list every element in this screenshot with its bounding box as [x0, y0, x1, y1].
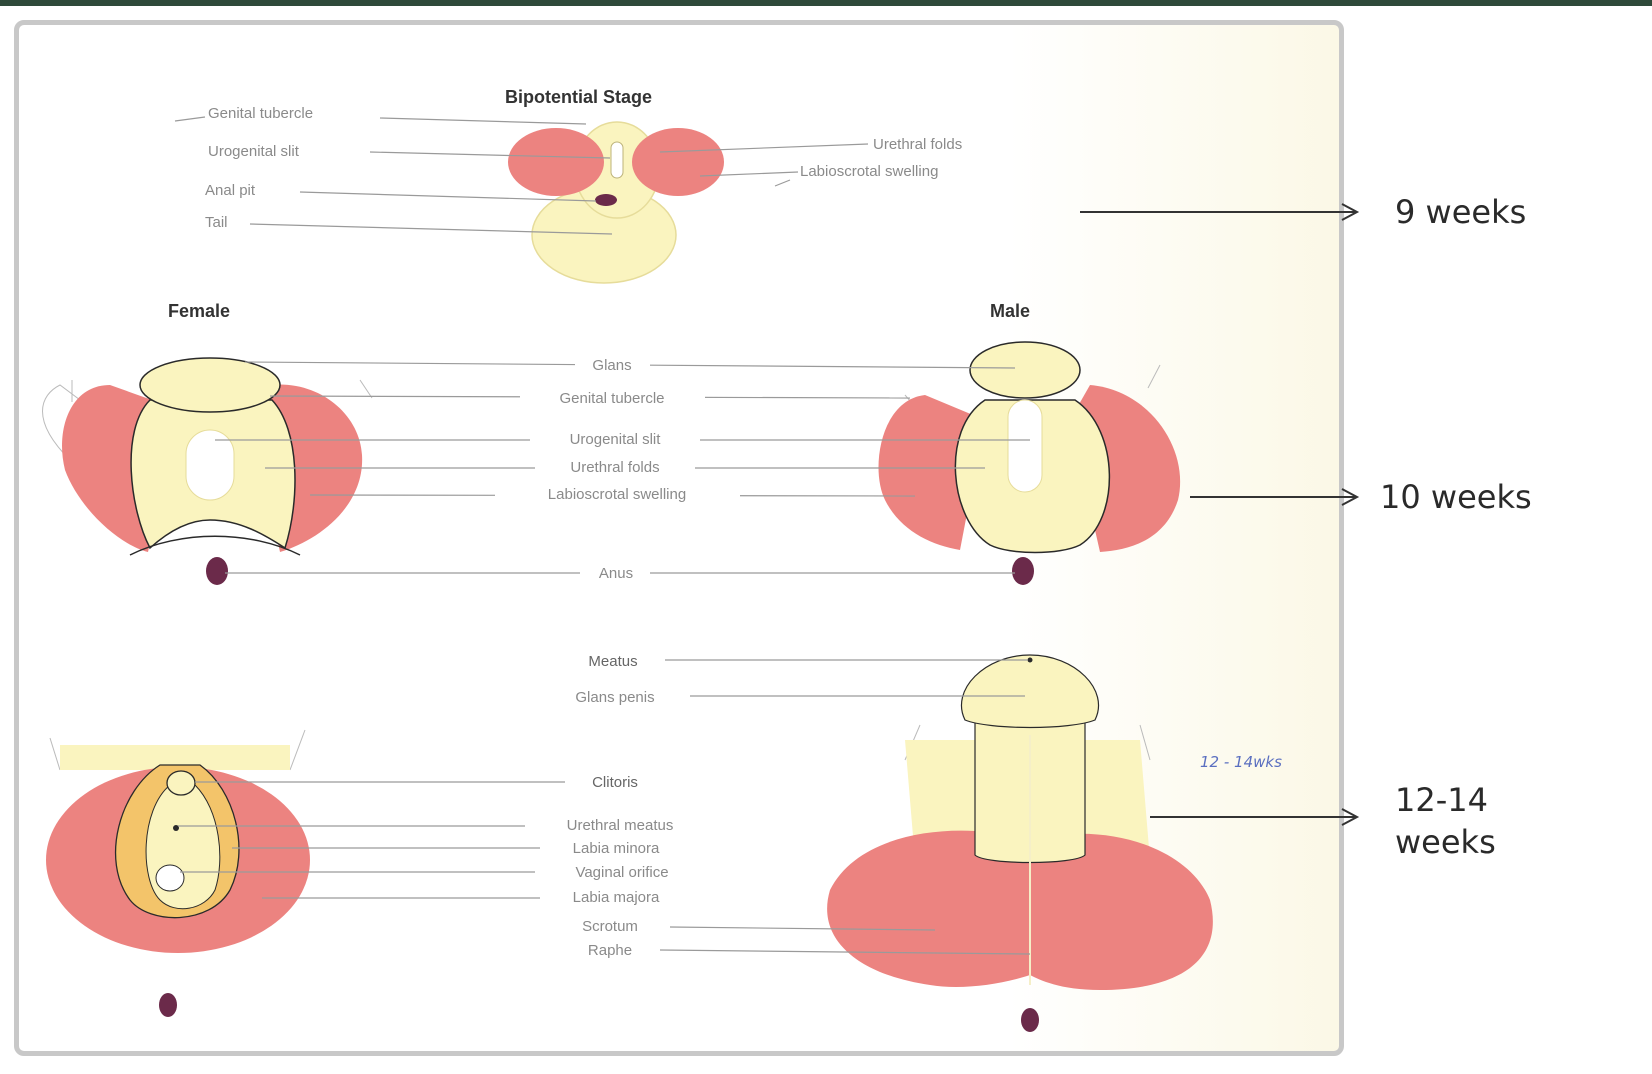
female-heading: Female [168, 301, 230, 321]
bipotential-title: Bipotential Stage [505, 87, 652, 107]
urogenital-slit-shape [611, 142, 623, 178]
female-glans [140, 358, 280, 412]
label-vaginal-orifice: Vaginal orifice [575, 864, 668, 881]
label-urethral-meatus: Urethral meatus [567, 817, 674, 834]
handwritten-note: 12 - 14wks [1200, 753, 1282, 771]
label-labia-majora: Labia majora [573, 889, 660, 906]
female-10wk-figure [43, 358, 373, 585]
male-10wk-figure [878, 342, 1180, 585]
meatus-point [1028, 658, 1033, 663]
label-urethral-folds-2: Urethral folds [570, 459, 659, 476]
arrow-10-weeks [1190, 489, 1357, 505]
male-urogenital-slit [1008, 400, 1042, 492]
label-clitoris: Clitoris [592, 774, 638, 791]
label-labioscrotal-swelling: Labioscrotal swelling [800, 163, 938, 180]
female-clitoris [167, 771, 195, 795]
label-genital-tubercle-2: Genital tubercle [559, 390, 664, 407]
label-scrotum: Scrotum [582, 918, 638, 935]
female-vaginal-orifice [156, 865, 184, 891]
label-glans-penis: Glans penis [575, 689, 654, 706]
male-mature-figure [827, 655, 1213, 1032]
label-anus: Anus [599, 565, 633, 582]
label-urogenital-slit: Urogenital slit [208, 143, 300, 160]
right-labioscrotal-swelling [632, 128, 724, 196]
label-urogenital-slit-2: Urogenital slit [570, 431, 662, 448]
label-9-weeks: 9 weeks [1395, 193, 1526, 231]
label-12-14-weeks: weeks [1395, 823, 1496, 861]
arrow-9-weeks [1080, 204, 1357, 220]
label-genital-tubercle: Genital tubercle [208, 105, 313, 122]
label-10-weeks: 10 weeks [1380, 478, 1532, 516]
label-tail: Tail [205, 214, 228, 231]
label-glans: Glans [592, 357, 631, 374]
female-anus-mature [159, 993, 177, 1017]
label-labia-minora: Labia minora [573, 840, 660, 857]
label-labioscrotal-swelling-2: Labioscrotal swelling [548, 486, 686, 503]
glans-penis-shape [961, 655, 1098, 728]
left-labioscrotal-swelling [508, 128, 604, 196]
bipotential-figure [508, 122, 724, 283]
male-glans [970, 342, 1080, 398]
male-anus [1012, 557, 1034, 585]
label-anal-pit: Anal pit [205, 182, 256, 199]
label-12-14: 12-14 [1395, 781, 1488, 819]
label-raphe: Raphe [588, 942, 632, 959]
arrow-12-14-weeks [1150, 809, 1357, 825]
female-vestibule [146, 785, 220, 909]
label-meatus: Meatus [588, 653, 637, 670]
anal-pit-shape [595, 194, 617, 206]
male-anus-mature [1021, 1008, 1039, 1032]
female-anus [206, 557, 228, 585]
female-mature-figure [46, 730, 310, 1017]
male-heading: Male [990, 301, 1030, 321]
label-urethral-folds: Urethral folds [873, 136, 962, 153]
